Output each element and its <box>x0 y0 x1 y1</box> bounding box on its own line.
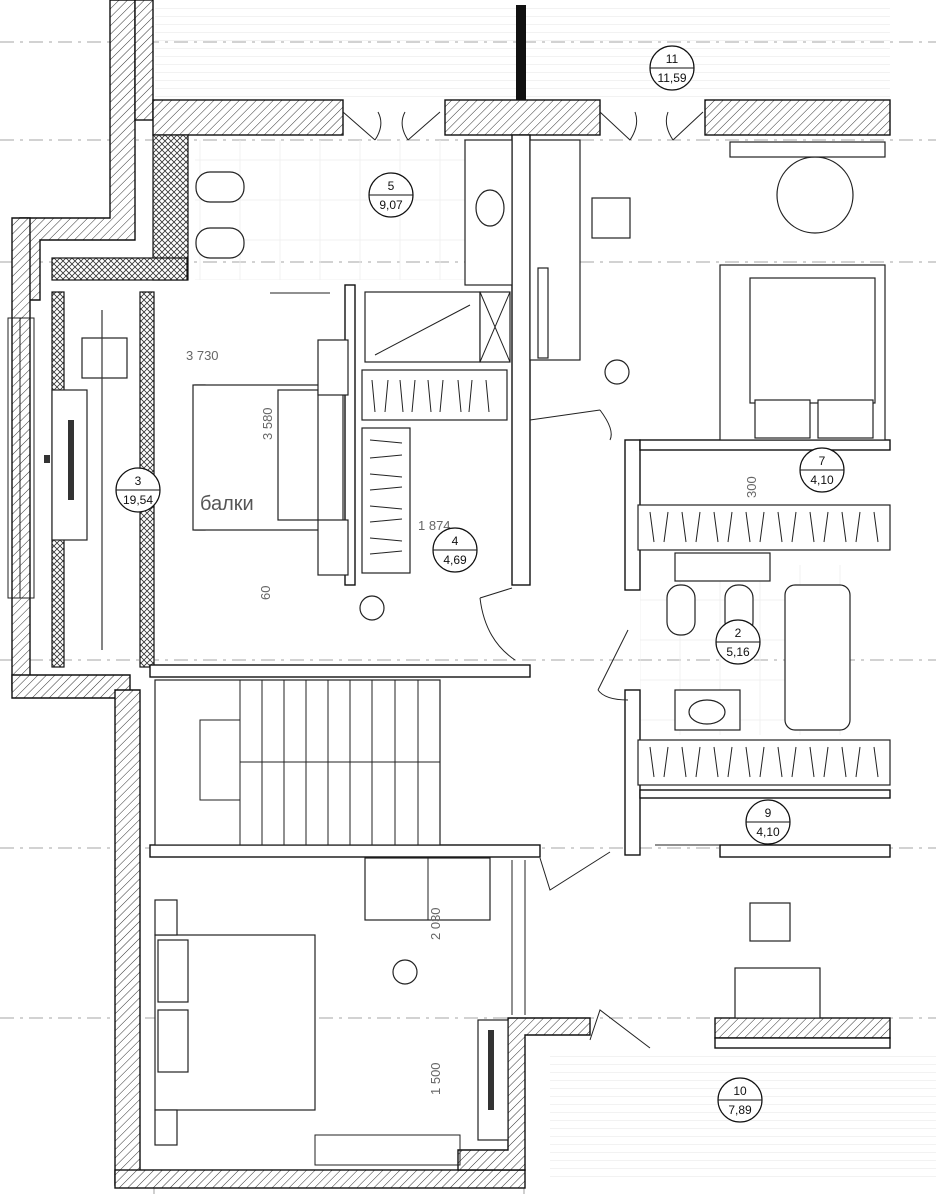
room-label-5: 5 9,07 <box>368 172 414 218</box>
room-label-11: 11 11,59 <box>649 45 695 91</box>
dim-2030: 2 030 <box>428 907 443 940</box>
beams-note: балки <box>200 493 254 515</box>
svg-text:11,59: 11,59 <box>657 71 686 85</box>
bay-window <box>7 317 50 599</box>
room-label-10: 10 7,89 <box>717 1077 763 1123</box>
dimensions: 3 730 3 580 1 874 300 60 2 030 1 500 бал… <box>186 348 759 1095</box>
svg-text:4,10: 4,10 <box>756 825 780 839</box>
svg-text:11: 11 <box>666 52 679 66</box>
svg-text:4,69: 4,69 <box>443 553 467 567</box>
room-label-3: 3 19,54 <box>115 467 161 513</box>
svg-text:19,54: 19,54 <box>123 493 153 507</box>
svg-text:5,16: 5,16 <box>726 645 750 659</box>
svg-text:7: 7 <box>819 454 826 468</box>
dim-1874: 1 874 <box>418 518 451 533</box>
dim-60: 60 <box>258 586 273 600</box>
walls <box>11 0 891 1189</box>
dim-3730: 3 730 <box>186 348 219 363</box>
svg-text:3: 3 <box>135 474 142 488</box>
room-label-4: 4 4,69 <box>432 527 478 573</box>
svg-text:4,10: 4,10 <box>810 473 834 487</box>
dim-1500: 1 500 <box>428 1062 443 1095</box>
svg-text:9: 9 <box>765 806 772 820</box>
svg-text:7,89: 7,89 <box>728 1103 752 1117</box>
bathroom-5-tiles <box>195 140 515 280</box>
dim-3580: 3 580 <box>260 407 275 440</box>
svg-text:4: 4 <box>452 534 459 548</box>
room-label-7: 7 4,10 <box>799 447 845 493</box>
doors <box>270 111 720 1049</box>
svg-text:9,07: 9,07 <box>379 198 403 212</box>
room-label-2: 2 5,16 <box>715 619 761 665</box>
svg-text:5: 5 <box>388 179 395 193</box>
svg-text:10: 10 <box>733 1084 747 1098</box>
room-label-9: 9 4,10 <box>745 799 791 845</box>
furniture <box>51 139 891 1166</box>
svg-text:2: 2 <box>735 626 742 640</box>
dim-300: 300 <box>744 476 759 498</box>
